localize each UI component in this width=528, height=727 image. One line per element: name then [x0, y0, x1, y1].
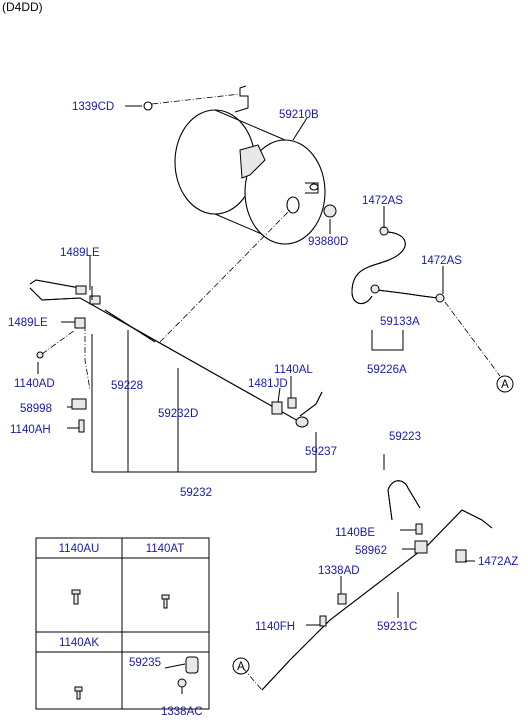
bolt-1140ak-icon [74, 686, 83, 700]
bolt-1140at-icon [161, 594, 170, 609]
clip-1489le-a [75, 285, 87, 295]
label-59210b: 59210B [279, 109, 319, 121]
bolt-1140ah [78, 419, 85, 433]
label-1140fh: 1140FH [255, 621, 295, 633]
label-1339cd: 1339CD [72, 101, 114, 113]
label-1489le-a: 1489LE [60, 247, 100, 259]
label-93880d: 93880D [308, 236, 348, 248]
parts-table: 1140AU 1140AT 1140AK 59235 1338AC [35, 537, 210, 718]
clip-1472az [455, 549, 467, 563]
label-59231c: 59231C [377, 621, 417, 633]
ref-a-1-text: A [501, 379, 509, 391]
label-1472as-a: 1472AS [362, 195, 403, 207]
table-cell-1140ak: 1140AK [59, 637, 99, 649]
label-59223: 59223 [389, 431, 421, 443]
label-59226a: 59226A [367, 364, 407, 376]
clip-1489le-b [74, 317, 86, 329]
label-1472as-b: 1472AS [421, 255, 462, 267]
cap-93880d [323, 204, 337, 218]
hose-59133a [351, 226, 445, 304]
bolt-1140fh [319, 615, 327, 627]
label-58962: 58962 [355, 545, 387, 557]
bolt-1140al [287, 397, 297, 409]
label-58998: 58998 [20, 403, 52, 415]
clip-58962 [414, 540, 428, 554]
vacuum-canister [174, 85, 326, 245]
bracket-58998 [71, 398, 87, 410]
table-cell-1140au: 1140AU [59, 543, 100, 555]
label-59232: 59232 [180, 487, 212, 499]
ref-a-2-text: A [237, 661, 245, 673]
label-1140ad: 1140AD [14, 378, 55, 390]
label-59228: 59228 [111, 380, 143, 392]
label-1338ad: 1338AD [318, 565, 360, 577]
label-1140ah: 1140AH [10, 424, 51, 436]
bolt-1140au-icon [71, 589, 81, 605]
clip-59235-icon [185, 656, 199, 674]
bolt-1140ad [36, 351, 44, 359]
label-1338ac: 1338AC [161, 706, 203, 718]
label-59235: 59235 [129, 657, 161, 669]
label-1140be: 1140BE [335, 527, 375, 539]
clip-1481jd [271, 401, 283, 415]
label-59232d: 59232D [158, 408, 198, 420]
bolt-1140be [415, 523, 423, 535]
engine-code-header: (D4DD) [2, 0, 43, 14]
ref-circle-a-2 [232, 657, 250, 675]
label-1489le-b: 1489LE [8, 317, 48, 329]
nut-1338ac-icon [177, 678, 187, 688]
ref-circle-a-1 [496, 375, 514, 393]
pipe-59231c [261, 509, 493, 691]
nut-1338ad [337, 593, 347, 605]
label-59237: 59237 [305, 446, 337, 458]
label-59133a: 59133A [380, 316, 420, 328]
label-1472az: 1472AZ [478, 556, 518, 568]
label-1481jd: 1481JD [248, 378, 288, 390]
pipe-59232d [29, 279, 323, 428]
label-1140al: 1140AL [274, 364, 313, 376]
nut-1339cd [143, 101, 153, 111]
hose-59223 [387, 480, 421, 521]
table-cell-1140at: 1140AT [146, 543, 185, 555]
